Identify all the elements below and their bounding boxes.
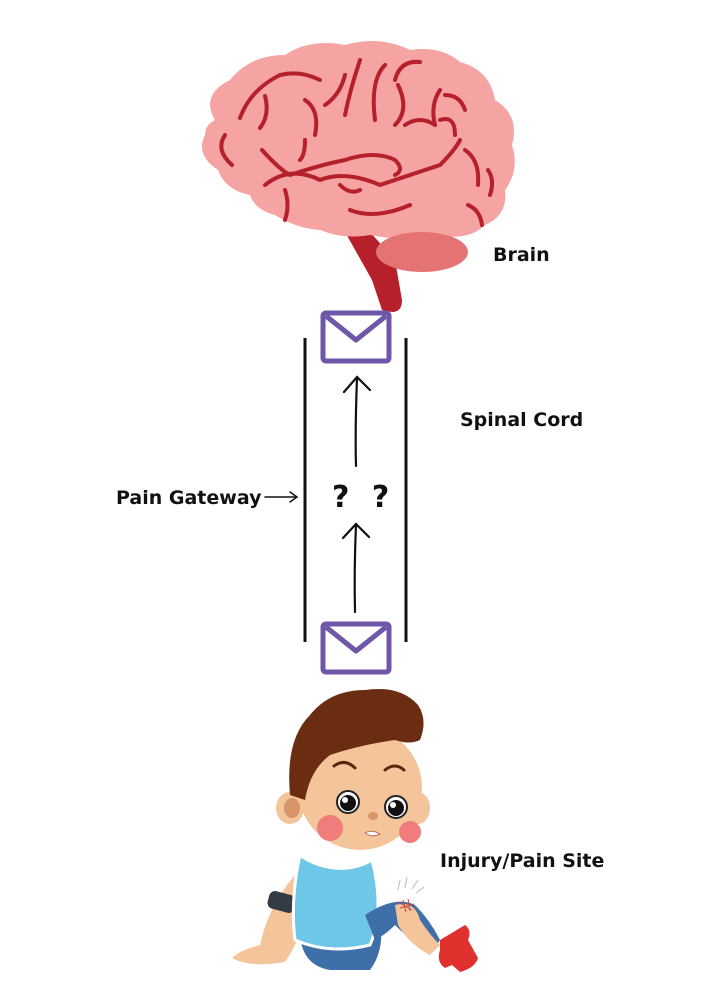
- child-illustration: [232, 689, 478, 972]
- envelope-icon: [320, 310, 392, 364]
- arrow-up-icon: [341, 522, 371, 614]
- brain-illustration: [201, 41, 515, 312]
- spinal-cord-label: Spinal Cord: [460, 409, 584, 431]
- envelope-icon: [320, 621, 392, 675]
- injury-site-label: Injury/Pain Site: [440, 850, 605, 872]
- pain-gateway-label: Pain Gateway: [116, 487, 262, 509]
- brain-label: Brain: [493, 244, 550, 266]
- brain-folds: [219, 58, 495, 227]
- arrow-up-icon: [342, 375, 372, 468]
- cerebellum: [376, 232, 468, 272]
- brain-cerebrum: [201, 41, 515, 239]
- gateway-question-marks: ? ?: [332, 480, 396, 515]
- arrow-right-icon: [264, 491, 299, 503]
